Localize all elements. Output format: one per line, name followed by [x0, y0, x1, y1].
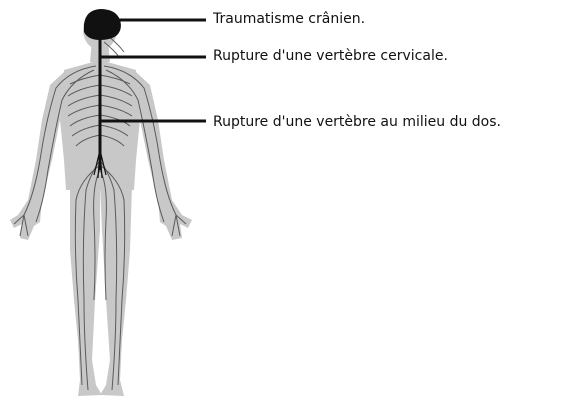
- label-head-trauma: Traumatisme crânien.: [213, 10, 365, 28]
- label-cervical-fracture: Rupture d'une vertèbre cervicale.: [213, 47, 448, 65]
- label-mid-back-fracture: Rupture d'une vertèbre au milieu du dos.: [213, 113, 501, 131]
- brain-shape: [84, 9, 121, 40]
